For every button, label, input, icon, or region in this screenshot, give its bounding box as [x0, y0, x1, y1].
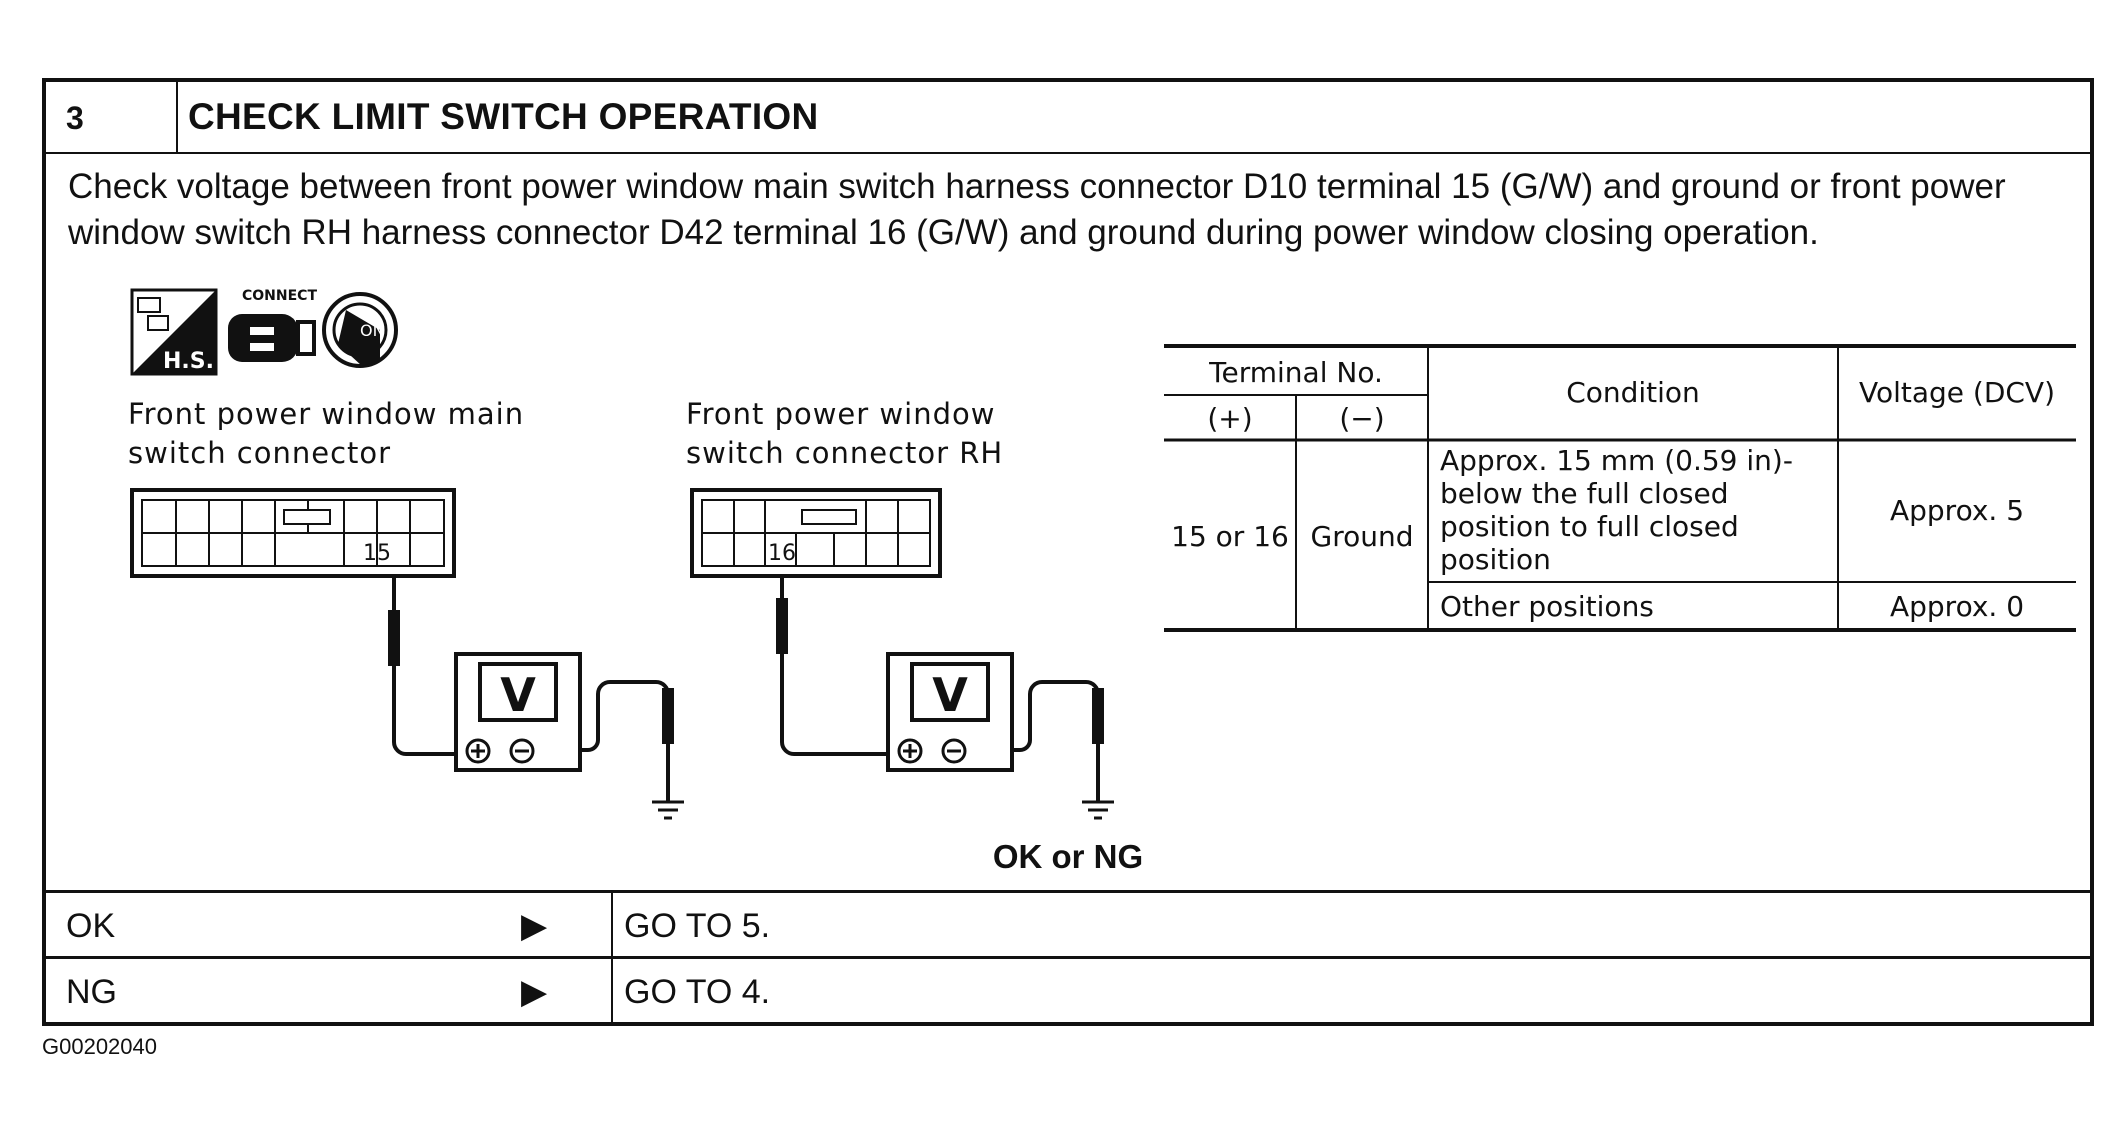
svg-text:16: 16 [768, 541, 796, 566]
th-condition: Condition [1566, 376, 1700, 409]
cell-cond2: Other positions [1440, 590, 1654, 623]
procedure-box: 3 CHECK LIMIT SWITCH OPERATION Check vol… [42, 78, 2094, 1026]
rh-connector-label: Front power window switch connector RH [686, 397, 1004, 470]
ng-label: NG [66, 973, 117, 1011]
cell-volt1: Approx. 5 [1890, 494, 2024, 527]
cell-minus: Ground [1311, 520, 1414, 553]
result-row-ok: OK ▶ GO TO 5. [46, 890, 2090, 959]
ignition-on-icon: ON [322, 292, 398, 368]
svg-text:CONNECT: CONNECT [242, 288, 317, 304]
result-row-ng: NG ▶ GO TO 4. [46, 956, 2090, 1025]
result-divider [611, 959, 613, 1025]
main-connector-label: Front power window main switch connector [128, 397, 525, 470]
step-title: CHECK LIMIT SWITCH OPERATION [188, 96, 819, 137]
connect-icon: CONNECT [228, 288, 317, 362]
ok-ng-heading: OK or NG [992, 838, 1144, 875]
cell-cond1-l1: Approx. 15 mm (0.59 in)- [1440, 444, 1793, 477]
th-plus: (+) [1207, 402, 1252, 435]
svg-text:H.S.: H.S. [163, 349, 214, 374]
rh-switch-connector: 16 [690, 488, 942, 578]
cell-cond1-l3: position to full closed [1440, 510, 1739, 543]
cell-volt2: Approx. 0 [1890, 590, 2024, 623]
main-switch-connector: 15 [130, 488, 456, 578]
svg-text:V: V [500, 668, 536, 722]
arrow-right-icon: ▶ [521, 907, 548, 945]
step-header: 3 CHECK LIMIT SWITCH OPERATION [46, 82, 2090, 154]
voltmeter-circuit-main: V [388, 576, 684, 820]
ok-label: OK [66, 907, 116, 945]
ok-action: GO TO 5. [624, 907, 771, 945]
result-divider [611, 893, 613, 959]
svg-text:ON: ON [360, 321, 385, 340]
wiring-diagram: H.S. CONNECT ON [130, 288, 2076, 820]
voltmeter-circuit-rh: V [776, 576, 1114, 820]
arrow-right-icon: ▶ [521, 973, 548, 1011]
figure-code: G00202040 [42, 1034, 157, 1059]
svg-text:15: 15 [363, 541, 391, 566]
th-voltage: Voltage (DCV) [1859, 376, 2055, 409]
th-terminal: Terminal No. [1208, 356, 1383, 389]
cell-cond1-l2: below the full closed [1440, 477, 1729, 510]
header-divider [176, 82, 178, 152]
cell-plus: 15 or 16 [1171, 520, 1289, 553]
spec-table: Terminal No. (+) (−) Condition Voltage (… [1164, 344, 2076, 632]
step-number: 3 [66, 100, 84, 136]
hood-switch-icon: H.S. [130, 288, 218, 376]
svg-text:V: V [932, 668, 968, 722]
instruction-text: Check voltage between front power window… [68, 167, 2006, 252]
ng-action: GO TO 4. [624, 973, 771, 1011]
cell-cond1-l4: position [1440, 543, 1551, 576]
th-minus: (−) [1339, 402, 1384, 435]
